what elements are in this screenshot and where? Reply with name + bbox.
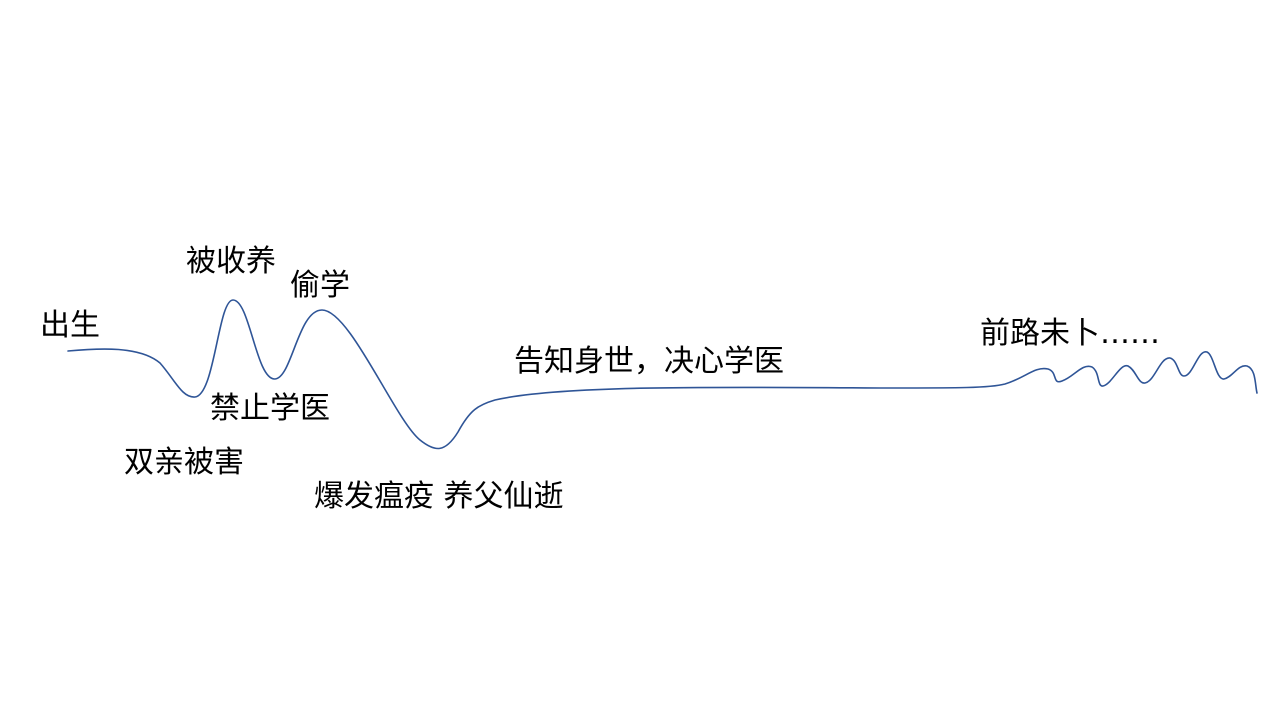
label-decide-study-medicine: 告知身世，决心学医 xyxy=(514,344,784,379)
label-parents-killed: 双亲被害 xyxy=(124,445,244,480)
label-birth: 出生 xyxy=(40,308,100,343)
life-trajectory-curve xyxy=(67,299,1258,450)
label-forbidden-medicine: 禁止学医 xyxy=(210,391,330,426)
label-uncertain-future: 前路未卜…… xyxy=(980,316,1160,351)
label-secret-study: 偷学 xyxy=(290,268,350,303)
label-adopted: 被收养 xyxy=(186,244,276,279)
label-plague-foster-father-death: 爆发瘟疫 养父仙逝 xyxy=(314,479,564,514)
